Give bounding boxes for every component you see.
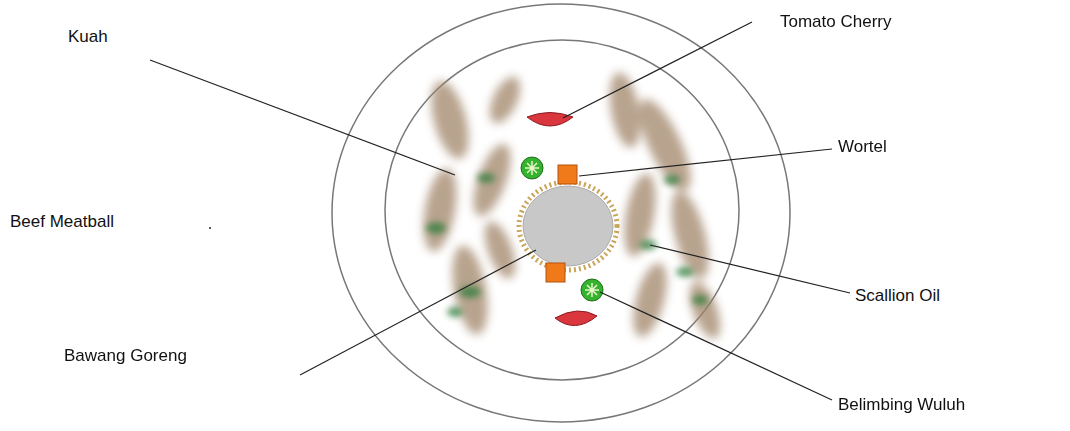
scallion-oil-drops bbox=[426, 173, 708, 317]
bowl-inner bbox=[385, 40, 739, 380]
bowl-outer bbox=[332, 4, 790, 422]
part-label: Scallion Oil bbox=[855, 286, 940, 306]
kuah-smudges bbox=[418, 70, 727, 342]
stray-dot bbox=[209, 227, 211, 229]
bawang-goreng bbox=[519, 182, 617, 270]
part-label: Kuah bbox=[68, 27, 108, 47]
wortel bbox=[546, 165, 577, 282]
part-label: Wortel bbox=[838, 137, 887, 157]
part-label: Bawang Goreng bbox=[64, 346, 187, 366]
part-label: Belimbing Wuluh bbox=[838, 395, 965, 415]
part-label: Beef Meatball bbox=[10, 212, 114, 232]
part-label: Tomato Cherry bbox=[780, 12, 891, 32]
belimbing-wuluh bbox=[521, 157, 603, 301]
leader-lines bbox=[150, 22, 850, 400]
beef-meatball bbox=[523, 186, 613, 266]
